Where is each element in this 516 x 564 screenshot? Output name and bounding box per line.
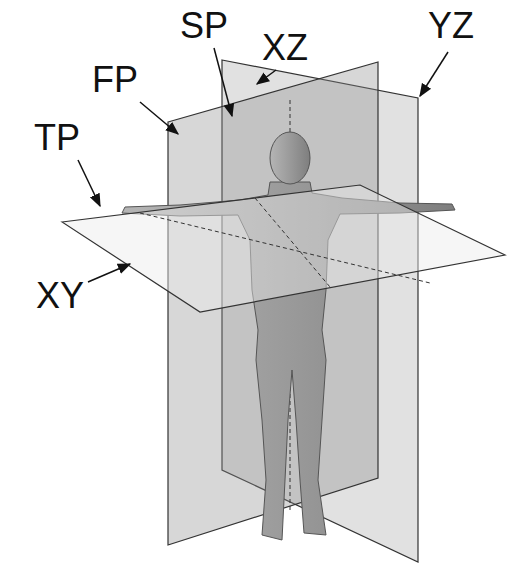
leader-arrow — [214, 48, 232, 116]
leader-arrow — [257, 70, 276, 84]
leader-arrow — [78, 160, 100, 206]
plane-label: SP — [180, 8, 228, 44]
plane-label: YZ — [428, 8, 474, 44]
plane-intersection — [255, 198, 330, 287]
plane-label: FP — [92, 62, 138, 98]
transverse-plane — [62, 185, 505, 312]
plane-intersection — [140, 213, 430, 283]
plane-label: TP — [34, 120, 80, 156]
leader-arrow — [140, 102, 178, 134]
plane-label: XZ — [262, 30, 308, 66]
plane-label: XY — [36, 278, 84, 314]
leader-arrow — [88, 264, 130, 282]
leader-arrow — [420, 52, 448, 96]
figure-head — [270, 132, 310, 184]
